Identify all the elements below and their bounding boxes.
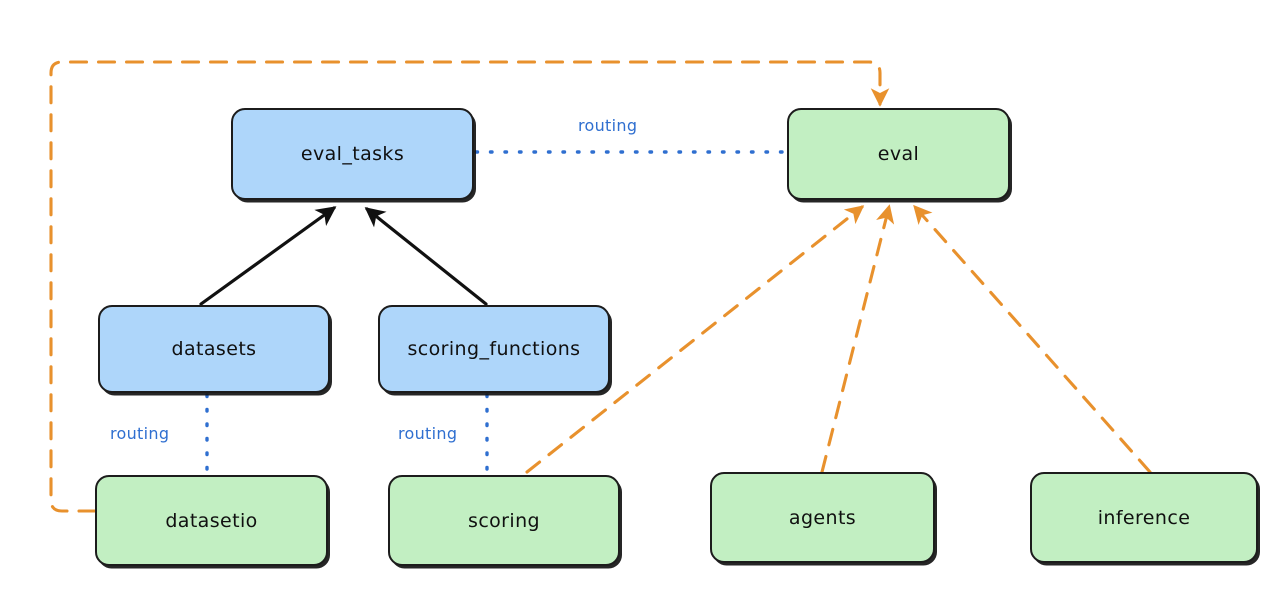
edge-label-routing-eval-tasks-eval: routing (578, 116, 638, 135)
edge-inference-eval (913, 204, 1152, 474)
node-label-datasetio: datasetio (165, 509, 258, 532)
node-eval-tasks[interactable]: eval_tasks (231, 108, 474, 200)
node-label-scoring-functions: scoring_functions (407, 338, 581, 360)
edge-datasets-eval_tasks (199, 206, 337, 306)
node-label-eval: eval (877, 143, 920, 165)
edge-scoring_functions-eval_tasks (364, 207, 488, 306)
node-label-agents: agents (788, 506, 857, 529)
edge-scoring-eval (525, 205, 865, 474)
node-scoring-functions[interactable]: scoring_functions (378, 305, 610, 393)
node-datasets[interactable]: datasets (98, 305, 330, 393)
node-label-scoring: scoring (468, 509, 540, 532)
node-inference[interactable]: inference (1030, 472, 1258, 563)
edge-agents-eval (820, 204, 895, 474)
node-datasetio[interactable]: datasetio (95, 475, 328, 566)
node-label-datasets: datasets (171, 338, 257, 360)
edge-label-routing-scoring-functions-scoring: routing (398, 424, 458, 443)
node-eval[interactable]: eval (787, 108, 1010, 200)
edge-datasetio-eval (49, 60, 890, 513)
node-agents[interactable]: agents (710, 472, 935, 563)
edge-label-routing-datasets-datasetio: routing (110, 424, 170, 443)
node-scoring[interactable]: scoring (388, 475, 620, 566)
node-label-inference: inference (1097, 506, 1191, 529)
node-label-eval-tasks: eval_tasks (300, 143, 405, 165)
